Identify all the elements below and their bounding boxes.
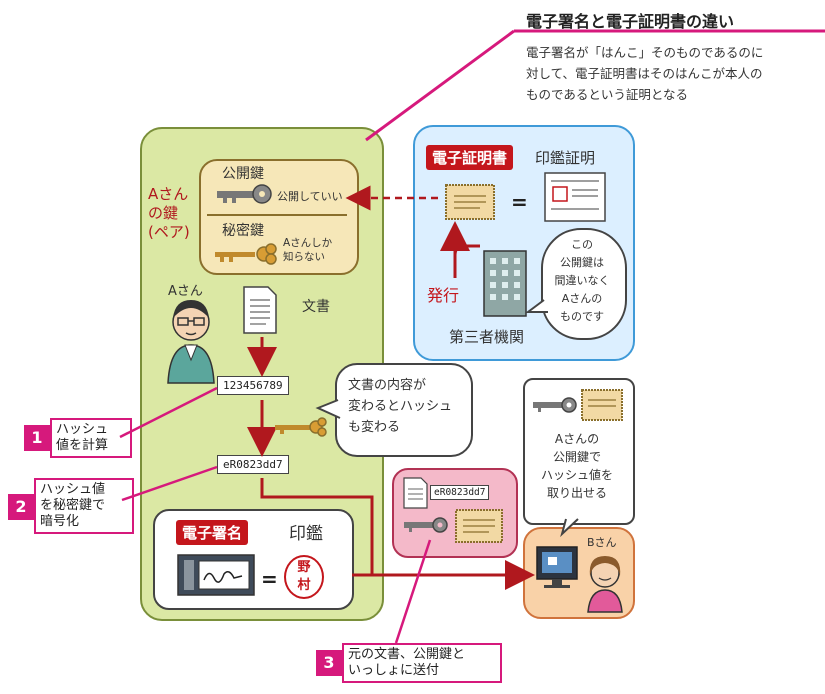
step-2-box: ハッシュ値 を秘密鍵で 暗号化: [34, 478, 134, 534]
cert-equals: =: [511, 190, 528, 214]
send-certificate-icon: [455, 509, 503, 543]
send-document-icon: [403, 477, 428, 509]
private-key-note: Aさんしか 知らない: [283, 237, 333, 263]
hash-input-box: 123456789: [217, 376, 289, 395]
step-3-box: 元の文書、公開鍵と いっしょに送付: [342, 643, 502, 683]
page-title: 電子署名と電子証明書の違い: [526, 12, 735, 31]
third-party-label: 第三者機関: [449, 328, 525, 346]
send-hash-box: eR0823dd7: [430, 485, 490, 500]
step-1-box: ハッシュ 値を計算: [50, 418, 132, 458]
signature-equals: =: [261, 567, 278, 591]
person-b-icon: [587, 556, 623, 613]
private-key-title: 秘密鍵: [222, 223, 264, 239]
person-b-label: Bさん: [587, 536, 617, 549]
certificate-label: 電子証明書: [426, 145, 514, 170]
certificate-icon: [445, 184, 495, 220]
public-key-note: 公開していい: [277, 190, 343, 203]
seal-certificate-label: 印鑑証明: [535, 149, 596, 167]
public-key-title: 公開鍵: [222, 166, 264, 182]
document-icon: [243, 286, 277, 334]
cert-speech-bubble: [541, 228, 627, 340]
public-key-icon: [217, 184, 272, 204]
hash-speech-bubble: [335, 363, 473, 457]
signature-device-icon: [177, 554, 255, 596]
step-connector-lines: [119, 386, 432, 644]
send-public-key-icon: [404, 517, 448, 533]
issue-label: 発行: [427, 286, 460, 305]
step-3-number: 3: [316, 650, 342, 676]
header-callout-line: [365, 29, 825, 142]
digital-signature-label: 電子署名: [176, 520, 249, 545]
document-label: 文書: [302, 299, 330, 315]
description-line-2: 対して、電子証明書はそのはんこが本人の: [526, 66, 763, 81]
seal-label: 印鑑: [289, 524, 323, 544]
b-card-text: Aさんの 公開鍵で ハッシュ値を 取り出せる: [540, 432, 613, 500]
person-a-label: Aさん: [168, 284, 203, 299]
hash-private-key-icon: [275, 417, 327, 437]
cert-speech-text: この 公開鍵は 間違いなく Aさんの ものです: [554, 238, 610, 323]
step-1-number: 1: [24, 425, 50, 451]
b-public-key-icon: [533, 397, 577, 413]
building-icon: [483, 250, 527, 317]
hash-speech-text: 文書の内容が 変わるとハッシュ も変わる: [348, 378, 453, 435]
seal-certificate-icon: [544, 172, 606, 222]
monitor-icon: [536, 546, 578, 588]
step-2-number: 2: [8, 494, 34, 520]
description-line-3: ものであるという証明となる: [526, 87, 689, 102]
description-line-1: 電子署名が「はんこ」そのものであるのに: [526, 45, 764, 60]
private-key-icon: [215, 243, 277, 265]
person-a-icon: [167, 300, 215, 384]
key-pair-divider: [207, 214, 347, 216]
b-certificate-icon: [581, 389, 623, 421]
send-flow-line: [260, 478, 535, 590]
seal-stamp: 野 村: [284, 555, 324, 599]
a-key-pair-label: Aさん の鍵 (ペア): [148, 185, 190, 241]
